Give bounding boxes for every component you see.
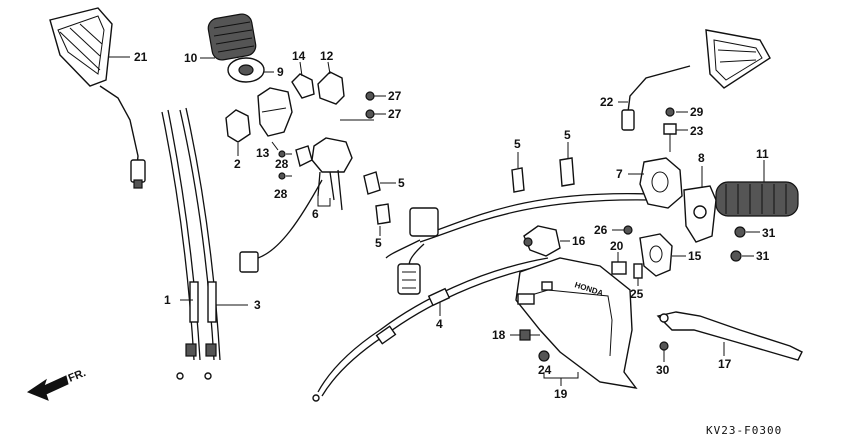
callout-19: 19 xyxy=(554,387,568,401)
callout-10: 10 xyxy=(184,51,198,65)
guard-fasteners xyxy=(519,329,550,362)
callout-27-upper: 27 xyxy=(388,89,402,103)
right-mirror xyxy=(621,29,771,131)
callout-25: 25 xyxy=(630,287,644,301)
callout-9: 9 xyxy=(277,65,284,79)
callout-30: 30 xyxy=(656,363,670,377)
callout-3: 3 xyxy=(254,298,261,312)
callout-8: 8 xyxy=(698,151,705,165)
callout-5-c: 5 xyxy=(514,137,521,151)
leader-14 xyxy=(299,61,303,77)
callout-13: 13 xyxy=(256,146,270,160)
callout-5-d: 5 xyxy=(564,128,571,142)
mirror-bolts xyxy=(663,107,677,152)
callout-17: 17 xyxy=(718,357,732,371)
callout-16: 16 xyxy=(572,234,586,248)
callout-2: 2 xyxy=(234,157,241,171)
forward-label: FR. xyxy=(67,367,88,385)
lever-bracket xyxy=(639,157,799,262)
callout-1: 1 xyxy=(164,293,171,307)
callout-28-upper: 28 xyxy=(275,157,289,171)
callout-22: 22 xyxy=(600,95,614,109)
throttle-grip xyxy=(207,13,265,83)
callout-28-lower: 28 xyxy=(274,187,288,201)
callout-26: 26 xyxy=(594,223,608,237)
callout-15: 15 xyxy=(688,249,702,263)
hand-guard: HONDA xyxy=(515,257,638,389)
left-mirror xyxy=(49,7,146,189)
lever-holder xyxy=(611,225,673,279)
callout-12: 12 xyxy=(320,49,334,63)
clutch-switch xyxy=(523,225,561,257)
leader-6 xyxy=(317,196,331,207)
callout-7: 7 xyxy=(616,167,623,181)
callout-31-upper: 31 xyxy=(762,226,776,240)
throttle-cables xyxy=(161,107,221,380)
callout-21: 21 xyxy=(134,50,148,64)
callout-5-a: 5 xyxy=(398,176,405,190)
callout-18: 18 xyxy=(492,328,506,342)
switch-housing xyxy=(239,137,353,273)
callout-5-b: 5 xyxy=(375,236,382,250)
callout-20: 20 xyxy=(610,239,624,253)
leader-12 xyxy=(327,61,331,75)
throttle-housing xyxy=(225,71,375,143)
cable-clamps xyxy=(363,157,575,225)
callout-31-lower: 31 xyxy=(756,249,770,263)
leader-13 xyxy=(271,141,279,151)
clutch-cable xyxy=(312,257,553,402)
callout-24: 24 xyxy=(538,363,552,377)
forward-arrow: FR. xyxy=(26,367,88,401)
callout-23: 23 xyxy=(690,124,704,138)
leader-19 xyxy=(543,372,579,386)
callout-29: 29 xyxy=(690,105,704,119)
callout-4: 4 xyxy=(436,317,443,331)
clutch-lever xyxy=(656,311,803,361)
callout-14: 14 xyxy=(292,49,306,63)
callout-27-lower: 27 xyxy=(388,107,402,121)
wiring-harness xyxy=(385,192,651,295)
callout-6: 6 xyxy=(312,207,319,221)
callout-11: 11 xyxy=(756,147,769,161)
diagram-code: KV23-F0300 xyxy=(706,424,782,437)
